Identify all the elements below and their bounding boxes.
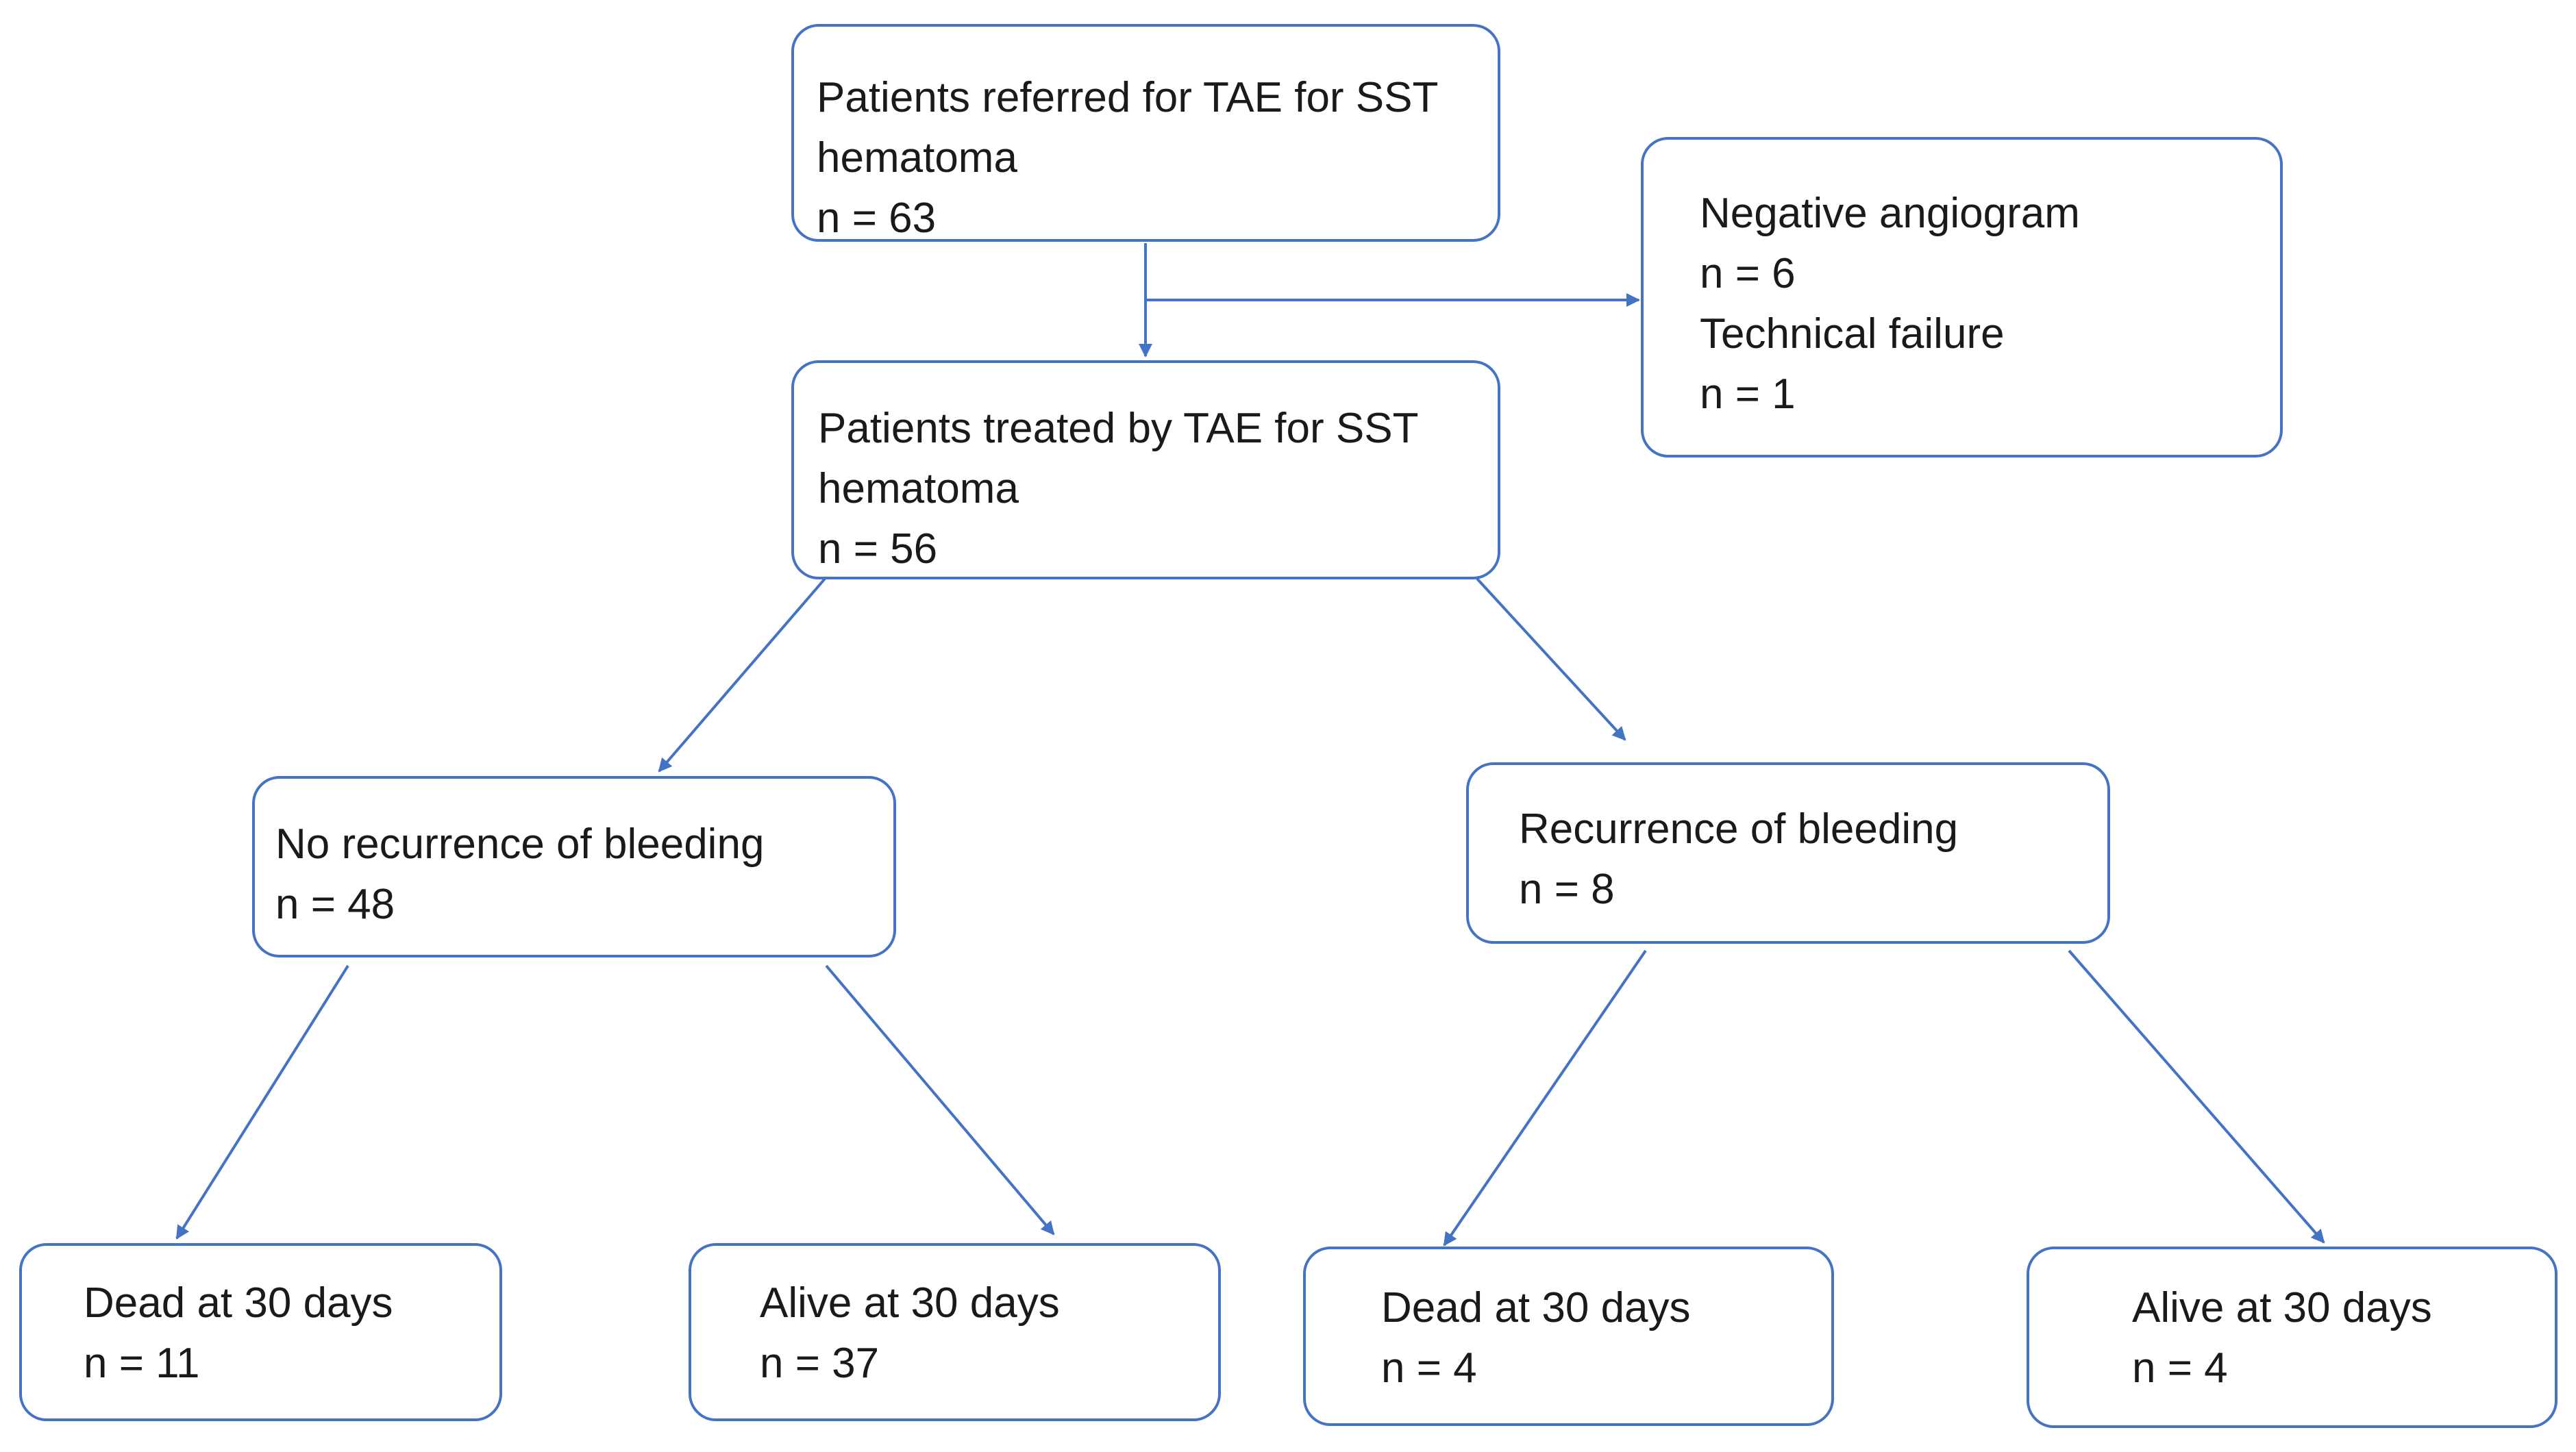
box-line: Dead at 30 days — [1381, 1284, 1691, 1331]
box-line: No recurrence of bleeding — [275, 821, 765, 868]
count-label: n = 4 — [1381, 1344, 1477, 1392]
arrow-recurrence-to-alive — [2068, 949, 2325, 1244]
box-line: Patients treated by TAE for SST — [818, 405, 1419, 452]
count-label: n = 1 — [1700, 371, 1796, 418]
arrow-treated-to-no-recurrence — [658, 577, 826, 773]
box-patients-referred: Patients referred for TAE for SST hemato… — [791, 24, 1500, 242]
box-line: Dead at 30 days — [84, 1279, 393, 1327]
count-label: n = 8 — [1519, 866, 1615, 913]
count-label: n = 56 — [818, 525, 938, 573]
box-recurrence-alive: Alive at 30 days n = 4 — [2027, 1247, 2558, 1428]
arrow-no-recurrence-to-alive — [825, 964, 1055, 1236]
box-line: Negative angiogram — [1700, 190, 2080, 237]
box-recurrence: Recurrence of bleeding n = 8 — [1466, 762, 2110, 944]
box-line: Technical failure — [1700, 310, 2005, 358]
box-line: Alive at 30 days — [760, 1279, 1060, 1327]
count-label: n = 11 — [84, 1340, 200, 1387]
box-no-recurrence-alive: Alive at 30 days n = 37 — [689, 1243, 1221, 1421]
arrow-no-recurrence-to-dead — [175, 964, 349, 1240]
count-label: n = 37 — [760, 1340, 880, 1387]
box-excluded: Negative angiogram n = 6 Technical failu… — [1641, 137, 2283, 458]
count-label: n = 63 — [817, 195, 937, 242]
box-patients-treated: Patients treated by TAE for SST hematoma… — [791, 360, 1500, 579]
arrow-recurrence-to-dead — [1443, 949, 1647, 1247]
count-label: n = 6 — [1700, 250, 1796, 297]
box-line: hematoma — [818, 465, 1019, 512]
box-line: hematoma — [817, 134, 1017, 182]
box-no-recurrence: No recurrence of bleeding n = 48 — [252, 776, 896, 957]
box-line: Alive at 30 days — [2132, 1284, 2432, 1331]
box-no-recurrence-dead: Dead at 30 days n = 11 — [19, 1243, 502, 1421]
box-line: Patients referred for TAE for SST — [817, 74, 1439, 121]
box-recurrence-dead: Dead at 30 days n = 4 — [1303, 1247, 1834, 1426]
box-line: Recurrence of bleeding — [1519, 805, 1959, 853]
count-label: n = 4 — [2132, 1344, 2228, 1392]
arrow-treated-to-recurrence — [1476, 577, 1626, 741]
count-label: n = 48 — [275, 881, 395, 928]
